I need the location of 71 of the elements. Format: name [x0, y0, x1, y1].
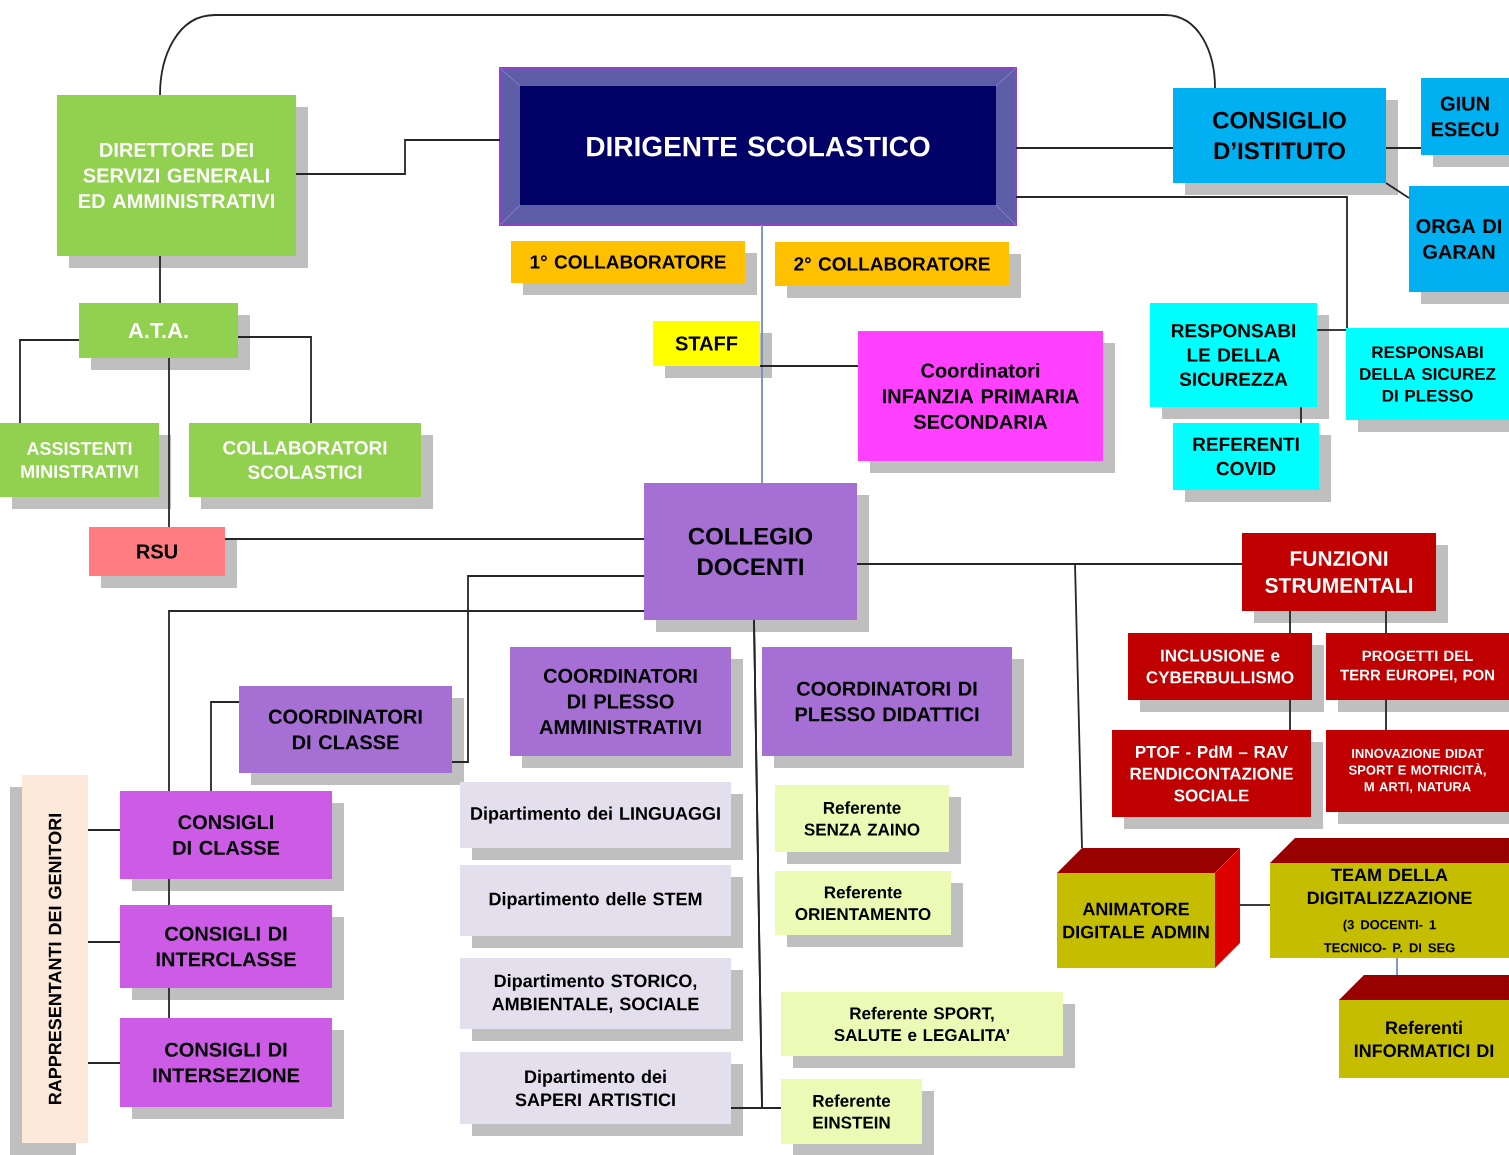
connector-line [761, 224, 763, 484]
connector-line [1385, 182, 1410, 199]
role-box: COORDINATORI DI PLESSO AMMINISTRATIVI [510, 647, 743, 768]
connector-line [1015, 196, 1348, 329]
role-box: INNOVAZIONE DIDAT SPORT E MOTRICITÀ, M ARTI, NATURA [1326, 730, 1509, 824]
connector-line [224, 538, 645, 540]
role-box: FUNZIONI STRUMENTALI [1242, 533, 1448, 623]
connector-line [295, 139, 501, 175]
connector-line [168, 357, 170, 528]
connector-line [856, 563, 1083, 849]
connector-line [1396, 957, 1398, 976]
connector-line [210, 701, 240, 792]
role-box: COORDINATORI DI PLESSO DIDATTICI [762, 647, 1024, 768]
connector-line [1300, 406, 1302, 424]
connector-line [87, 941, 121, 943]
block-box: ANIMATORE DIGITALE ADMIN [1057, 848, 1240, 968]
connector-line [1316, 329, 1347, 331]
connector-line [168, 878, 170, 906]
head-box: DIRIGENTE SCOLASTICO [499, 67, 1017, 226]
connector-line [1385, 699, 1387, 731]
connector-line [451, 575, 645, 763]
connector-line [1289, 610, 1291, 634]
department-box: Dipartimento dei SAPERI ARTISTICI [460, 1052, 743, 1136]
role-box: CONSIGLIO D’ISTITUTO [1173, 88, 1398, 195]
role-box: ASSISTENTI MINISTRATIVI [0, 423, 171, 509]
role-box: CONSIGLI DI INTERSEZIONE [120, 1018, 344, 1119]
block-box: TEAM DELLA DIGITALIZZAZIONE (3 DOCENTI- 1 TECNICO- P. DI SEG [1270, 838, 1509, 958]
block-box: Referenti INFORMATICI DI [1339, 975, 1509, 1078]
role-box: 2° COLLABORATORE [775, 242, 1021, 298]
referent-box: Referente EINSTEIN [781, 1079, 934, 1155]
referent-box: Referente ORIENTAMENTO [775, 871, 963, 947]
connector-line [237, 336, 312, 424]
department-box: Dipartimento delle STEM [460, 865, 743, 948]
connector-line [168, 610, 645, 792]
role-box: A.T.A. [79, 303, 250, 370]
role-box: COLLABORATORI SCOLASTICI [189, 423, 433, 509]
connector-line [1385, 147, 1422, 149]
department-box: Dipartimento STORICO, AMBIENTALE, SOCIALE [460, 958, 743, 1041]
connector-line [1015, 147, 1174, 149]
connector-line [159, 255, 161, 304]
connector-line [759, 365, 859, 367]
role-box: 1° COLLABORATORE [511, 241, 757, 295]
connector-line [753, 619, 782, 1109]
role-box: CONSIGLI DI INTERCLASSE [120, 905, 344, 1000]
role-box: PTOF - PdM – RAV RENDICONTAZIONE SOCIALE [1112, 730, 1323, 829]
connector-line [87, 829, 121, 831]
role-box: RSU [89, 527, 237, 588]
role-box: INCLUSIONE e CYBERBULLISMO [1128, 633, 1324, 712]
connector-line [19, 339, 80, 424]
role-box: COORDINATORI DI CLASSE [239, 686, 464, 785]
connector-line [1239, 904, 1271, 906]
connector-line [87, 1062, 121, 1064]
role-box: ORGA DI GARAN [1409, 186, 1509, 304]
connector-line [1289, 699, 1291, 731]
role-box: STAFF [653, 321, 772, 378]
role-box: COLLEGIO DOCENTI [644, 483, 869, 632]
role-box: GIUN ESECU [1421, 78, 1509, 167]
connector-line [168, 987, 170, 1019]
referent-box: Referente SENZA ZAINO [775, 785, 961, 864]
role-box: PROGETTI DEL TERR EUROPEI, PON [1326, 633, 1509, 712]
referent-box: Referente SPORT, SALUTE e LEGALITA’ [781, 992, 1075, 1068]
department-box: Dipartimento dei LINGUAGGI [460, 782, 743, 860]
role-box: DIRETTORE DEI SERVIZI GENERALI ED AMMINISTRATIVI [57, 95, 308, 268]
role-box: Coordinatori INFANZIA PRIMARIA SECONDARIA [858, 331, 1115, 473]
role-box: RESPONSABI DELLA SICUREZ DI PLESSO [1346, 328, 1509, 432]
role-box: REFERENTI COVID [1173, 423, 1331, 502]
vertical-label-box: RAPPRESENTANTI DEI GENITORI [10, 775, 88, 1155]
connector-line [1385, 610, 1387, 634]
role-box: CONSIGLI DI CLASSE [120, 791, 344, 891]
connector-line [159, 14, 1216, 96]
role-box: RESPONSABI LE DELLA SICUREZZA [1150, 303, 1329, 419]
